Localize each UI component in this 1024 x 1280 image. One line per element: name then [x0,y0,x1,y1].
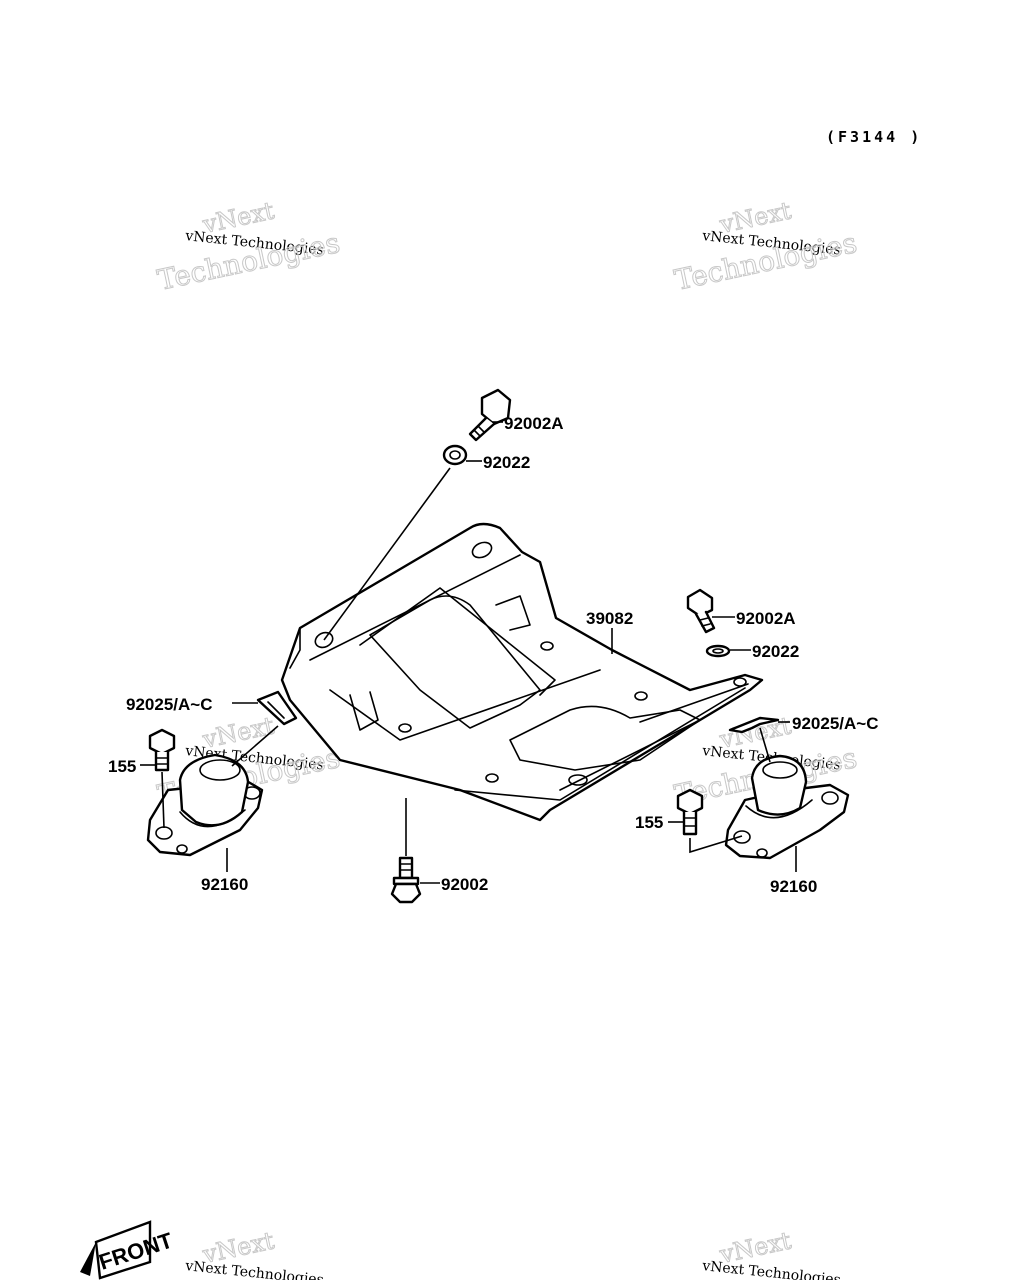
alignment-line-top [323,467,451,641]
mount-right [724,754,850,860]
label-mount-right: 92160 [770,877,817,896]
label-bolt-bottom: 92002 [441,875,488,894]
watermark-bottom-left: vNext vNext Technologies [184,1226,325,1280]
bolt-bottom [390,856,422,904]
bolt-small-left [148,728,176,772]
mount-left [146,753,264,857]
label-washer-right: 92022 [752,642,799,661]
watermark-text: vNext Technologies [701,1258,842,1280]
skid-plate [280,522,764,822]
diagram-code: (F3144 ) [826,128,922,146]
label-mount-left: 92160 [201,875,248,894]
front-arrow-icon: FRONT [80,1220,176,1280]
bolt-right [686,588,716,634]
alignment-line-mount-left [231,725,279,767]
watermark-bottom-right: vNext vNext Technologies [701,1226,842,1280]
label-shim-right: 92025/A~C [792,714,878,733]
alignment-line-bolt-right [689,835,743,854]
label-skid-plate: 39082 [586,609,633,628]
shim-left [256,690,298,726]
bolt-small-right [676,788,704,836]
label-washer-top: 92022 [483,453,530,472]
label-bolt-small-right: 155 [635,813,663,832]
label-bolt-right: 92002A [736,609,796,628]
label-bolt-top: 92002A [504,414,564,433]
shim-right [728,716,780,734]
alignment-line-bolt-left [161,771,165,829]
label-shim-left: 92025/A~C [126,695,212,714]
washer-top [442,444,468,466]
watermark-top-right: vNext vNext Technologies Technologies [671,196,860,297]
label-bolt-small-left: 155 [108,757,136,776]
alignment-line-mount-right [759,727,771,763]
watermark-text: vNext Technologies [184,1258,325,1280]
washer-right [705,644,731,658]
bolt-top [468,388,512,442]
watermark-top-left: vNext vNext Technologies Technologies [154,196,343,297]
